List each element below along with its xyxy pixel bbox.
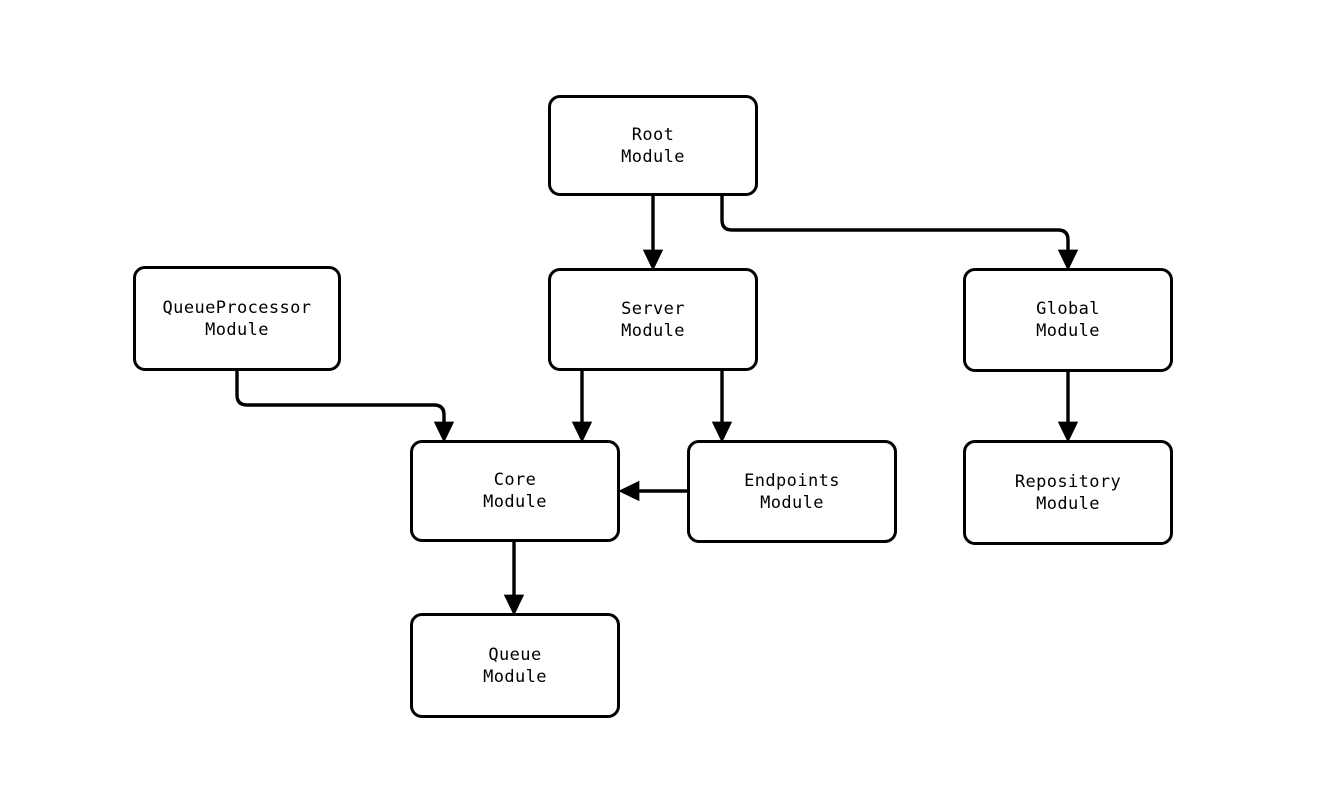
node-label: Global Module bbox=[1036, 299, 1100, 341]
node-label: Server Module bbox=[621, 298, 685, 341]
edge-root-to-global bbox=[720, 196, 1079, 271]
node-label: Queue Module bbox=[483, 644, 547, 687]
node-label: Repository Module bbox=[1014, 471, 1122, 514]
edge-queueprocessor-to-core bbox=[235, 371, 455, 443]
node-global-module[interactable]: Global Module bbox=[963, 268, 1173, 372]
node-core-module[interactable]: Core Module bbox=[410, 440, 620, 542]
node-endpoints-module[interactable]: Endpoints Module bbox=[687, 440, 897, 543]
node-repository-module[interactable]: Repository Module bbox=[963, 440, 1173, 545]
node-label: Root Module bbox=[621, 124, 685, 167]
node-queueprocessor-module[interactable]: QueueProcessor Module bbox=[133, 266, 341, 371]
node-root-module[interactable]: Root Module bbox=[548, 95, 758, 196]
node-label: Core Module bbox=[483, 470, 547, 512]
node-queue-module[interactable]: Queue Module bbox=[410, 613, 620, 718]
node-server-module[interactable]: Server Module bbox=[548, 268, 758, 371]
node-label: QueueProcessor Module bbox=[162, 297, 312, 340]
node-label: Endpoints Module bbox=[744, 470, 840, 513]
